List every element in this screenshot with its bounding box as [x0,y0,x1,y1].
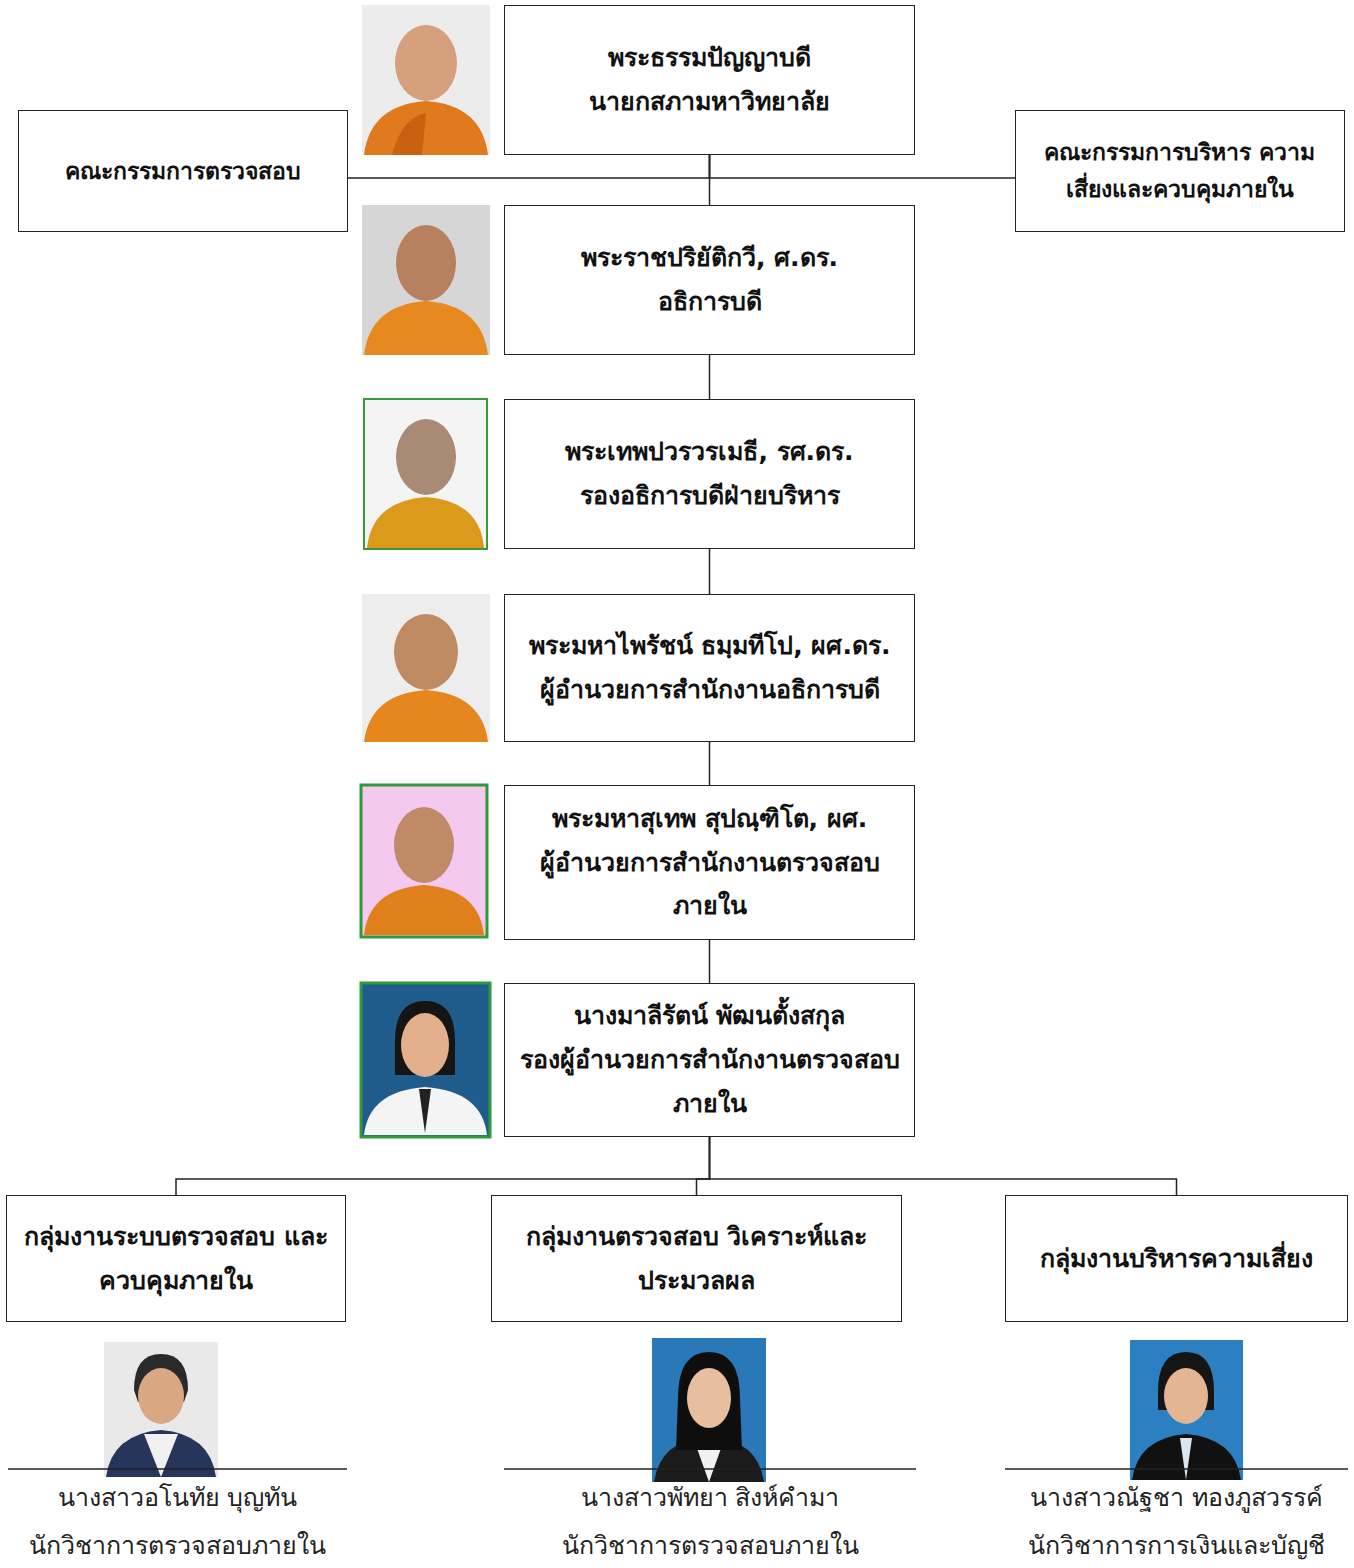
box-subtitle: ผู้อำนวยการสำนักงานตรวจสอบภายใน [517,841,902,929]
box-title: พระเทพปวรวรเมธี, รศ.ดร. [565,430,853,474]
box-title: พระมหาสุเทพ สุปณฺฑิโต, ผศ. [552,797,867,841]
org-box: กลุ่มงานระบบตรวจสอบ และควบคุมภายใน [6,1195,346,1322]
box-title: พระธรรมปัญญาบดี [608,36,811,80]
box-title: คณะกรรมการตรวจสอบ [65,153,301,190]
portrait-photo [652,1338,766,1482]
org-connector [710,1137,1177,1195]
portrait-photo [362,594,490,742]
portrait-photo [362,205,490,355]
org-connector [709,355,711,399]
staff-position: นักวิชาการตรวจสอบภายใน [8,1530,347,1563]
org-connector [348,155,710,178]
org-box: พระมหาสุเทพ สุปณฺฑิโต, ผศ.ผู้อำนวยการสำน… [504,785,915,940]
org-box: พระธรรมปัญญาบดีนายกสภามหาวิทยาลัย [504,5,915,155]
portrait-photo [364,399,487,549]
portrait-photo [361,983,490,1137]
box-title: กลุ่มงานบริหารความเสี่ยง [1040,1237,1313,1281]
org-connector [710,155,1016,178]
portrait-photo [362,5,490,155]
org-box: กลุ่มงานตรวจสอบ วิเคราะห์และประมวลผล [491,1195,902,1322]
org-box: คณะกรรมการตรวจสอบ [18,110,348,232]
name-rule [1005,1468,1348,1470]
box-title: พระมหาไพรัชน์ ธมฺมทีโป, ผศ.ดร. [529,624,891,668]
box-title: นางมาลีรัตน์ พัฒนตั้งสกุล [574,994,846,1038]
portrait-photo [1130,1340,1243,1480]
org-box: พระราชปริยัติกวี, ศ.ดร.อธิการบดี [504,205,915,355]
portrait-photo [104,1342,218,1477]
box-subtitle: ผู้อำนวยการสำนักงานอธิการบดี [540,668,880,712]
staff-name: นางสาวอโนทัย บุญทัน [8,1482,347,1515]
box-title: พระราชปริยัติกวี, ศ.ดร. [581,236,838,280]
staff-name: นางสาวพัทยา สิงห์คำมา [504,1482,916,1515]
org-connector [697,1137,710,1195]
staff-position: นักวิชาการตรวจสอบภายใน [504,1530,916,1563]
org-connector [709,742,711,785]
box-title: กลุ่มงานระบบตรวจสอบ และควบคุมภายใน [19,1215,333,1303]
box-title: กลุ่มงานตรวจสอบ วิเคราะห์และประมวลผล [504,1215,889,1303]
box-subtitle: อธิการบดี [658,280,762,324]
org-connector [176,1137,710,1195]
org-connector [709,549,711,594]
name-rule [8,1468,347,1470]
org-connector [709,940,711,983]
org-connector [709,155,711,205]
box-subtitle: นายกสภามหาวิทยาลัย [589,80,830,124]
staff-name: นางสาวณัฐชา ทองภูสวรรค์ [1005,1482,1348,1515]
box-subtitle: รองผู้อำนวยการสำนักงานตรวจสอบภายใน [517,1038,902,1126]
org-box: พระมหาไพรัชน์ ธมฺมทีโป, ผศ.ดร.ผู้อำนวยกา… [504,594,915,742]
org-box: นางมาลีรัตน์ พัฒนตั้งสกุลรองผู้อำนวยการส… [504,983,915,1137]
portrait-photo [361,785,487,937]
staff-position: นักวิชาการการเงินและบัญชี [1005,1530,1348,1563]
name-rule [504,1468,916,1470]
org-box: พระเทพปวรวรเมธี, รศ.ดร.รองอธิการบดีฝ่ายบ… [504,399,915,549]
box-title: คณะกรรมการบริหาร ความเสี่ยงและควบคุมภายใ… [1028,134,1332,208]
org-box: คณะกรรมการบริหาร ความเสี่ยงและควบคุมภายใ… [1015,110,1345,232]
box-subtitle: รองอธิการบดีฝ่ายบริหาร [580,474,840,518]
org-box: กลุ่มงานบริหารความเสี่ยง [1005,1195,1348,1322]
